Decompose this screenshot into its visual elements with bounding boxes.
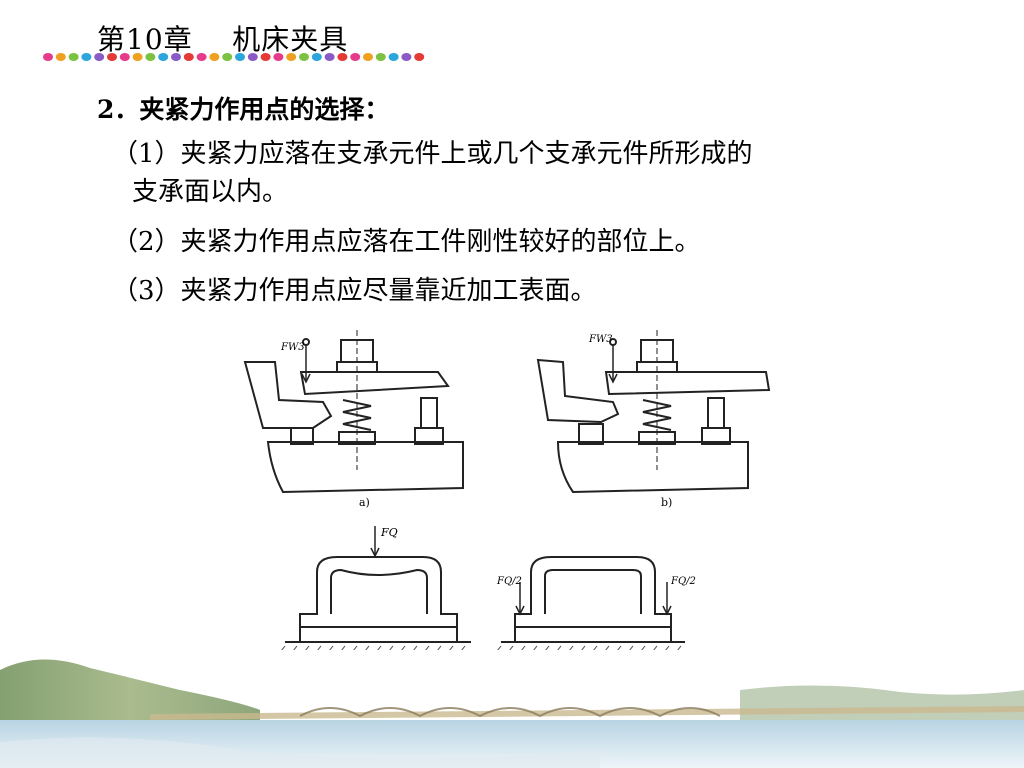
decorative-dot [171, 53, 181, 61]
decorative-dot [388, 53, 399, 61]
decorative-dot [107, 53, 117, 61]
decorative-dot [350, 53, 361, 61]
decorative-dot [81, 53, 92, 61]
caption-a: a) [359, 496, 370, 509]
force-label-half-right: FQ/2 [670, 576, 696, 587]
decorative-dot [337, 53, 348, 61]
decorative-dot [286, 53, 297, 61]
decorative-dot-strip [43, 53, 425, 61]
decorative-dot [55, 53, 66, 61]
clamp-fixture-figure: FW3 FW3 a) b) [213, 320, 795, 522]
decorative-dot [132, 53, 143, 61]
force-label-b: FW3 [588, 334, 613, 345]
decorative-dot [235, 53, 245, 61]
decorative-dot [222, 53, 233, 61]
decorative-dot [247, 53, 258, 61]
landscape-background-image [0, 650, 1024, 768]
force-label-half-left: FQ/2 [496, 576, 522, 587]
list-item-3: （3）夹紧力作用点应尽量靠近加工表面。 [112, 276, 597, 306]
caption-b: b) [661, 496, 672, 509]
force-label-a: FW3 [280, 342, 305, 353]
decorative-dot [119, 53, 130, 61]
decorative-dot [324, 53, 335, 61]
decorative-dot [209, 53, 220, 61]
decorative-dot [68, 53, 79, 61]
force-label-center: FQ [380, 526, 398, 539]
decorative-dot [375, 53, 386, 61]
decorative-dot [311, 53, 322, 61]
decorative-dot [158, 53, 169, 61]
decorative-dot [363, 53, 373, 61]
decorative-dot [183, 53, 194, 61]
decorative-dot [145, 53, 156, 61]
list-item-1: （1）夹紧力应落在支承元件上或几个支承元件所形成的 [112, 139, 753, 169]
decorative-dot [196, 53, 207, 61]
decorative-dot [299, 53, 309, 61]
section-heading: 2．夹紧力作用点的选择： [97, 95, 390, 124]
decorative-dot [401, 53, 412, 61]
decorative-dot [414, 53, 425, 61]
list-item-1-continued: 支承面以内。 [132, 177, 289, 207]
clamp-fixture-drawing: FW3 FW3 a) b) [243, 330, 771, 509]
chapter-title: 第10章 机床夹具 [97, 23, 349, 56]
decorative-dot [94, 53, 105, 61]
decorative-dot [260, 53, 271, 61]
list-item-2: （2）夹紧力作用点应落在工件刚性较好的部位上。 [112, 227, 701, 257]
decorative-dot [43, 53, 53, 61]
decorative-dot [273, 53, 284, 61]
